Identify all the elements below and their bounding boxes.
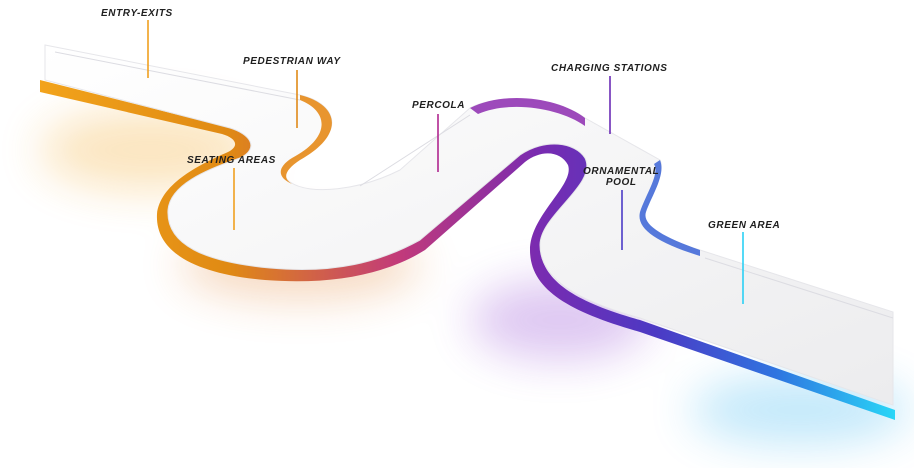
- label-ornamental-pool: ORNAMENTAL POOL: [583, 166, 660, 188]
- label-green-area: GREEN AREA: [708, 220, 781, 231]
- label-seating-areas: SEATING AREAS: [187, 155, 276, 166]
- leader-lines: [147, 20, 744, 304]
- path-side-band: [40, 80, 895, 420]
- inner-wall-purple: [470, 97, 585, 126]
- label-charging-stations: CHARGING STATIONS: [551, 63, 668, 74]
- label-pedestrian-way: PEDESTRIAN WAY: [243, 56, 341, 67]
- inner-wall-blue: [639, 160, 700, 256]
- inner-wall-orange: [280, 95, 332, 184]
- label-percola: PERCOLA: [412, 100, 466, 111]
- label-entry-exits: ENTRY-EXITS: [101, 8, 173, 19]
- surface-guides: [54, 51, 894, 319]
- path-top-surface: [44, 44, 894, 406]
